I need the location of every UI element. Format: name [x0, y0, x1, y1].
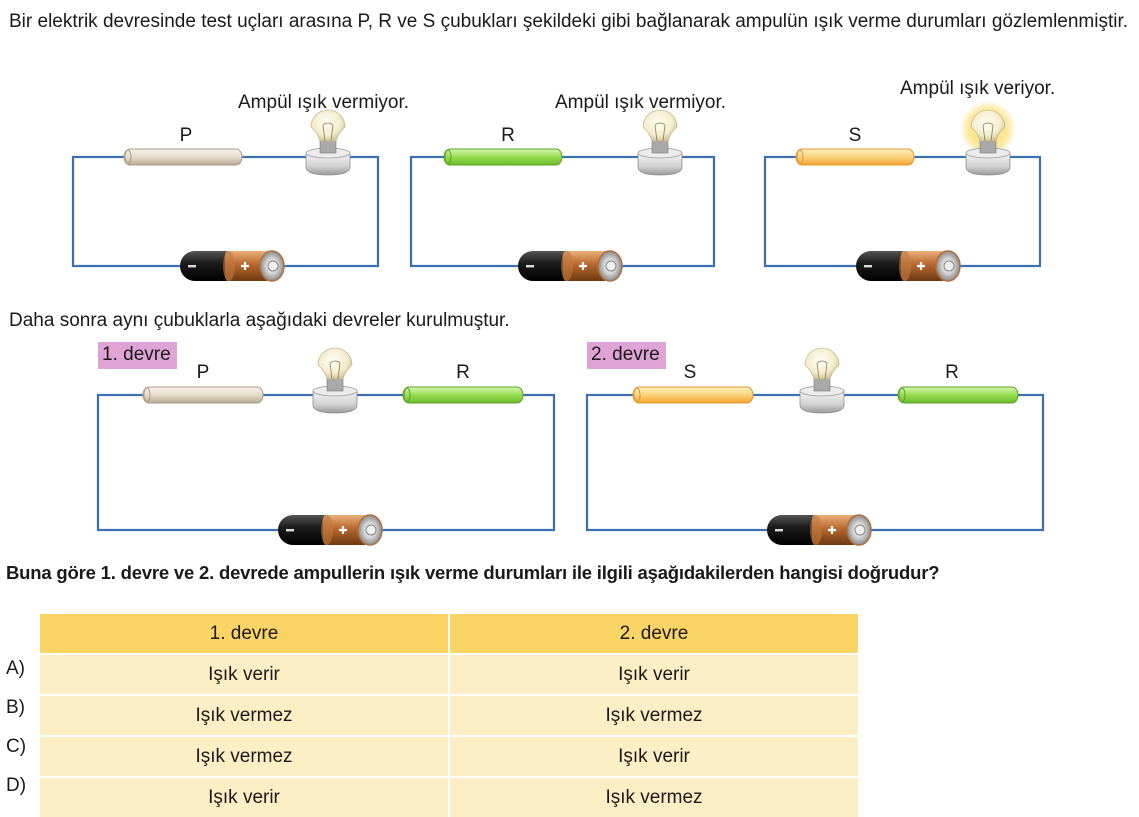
battery-icon-s	[856, 250, 961, 282]
circuit-2-badge: 2. devre	[587, 342, 666, 369]
answer-table: 1. devre 2. devre Işık verir Işık verir …	[40, 614, 858, 817]
battery-icon-combined-2	[767, 514, 872, 546]
rod-label-p: P	[179, 125, 193, 146]
bulb-icon-s	[960, 101, 1016, 176]
minus-sign-icon	[864, 265, 872, 268]
circuit-1-badge: 1. devre	[98, 342, 177, 369]
minus-sign-icon	[775, 529, 783, 532]
rod-r	[443, 148, 563, 166]
bulb-glow	[960, 101, 1016, 157]
table-cell: Işık vermez	[450, 778, 858, 817]
option-row-b[interactable]: Işık vermez Işık vermez	[40, 696, 858, 735]
option-row-a[interactable]: Işık verir Işık verir	[40, 655, 858, 694]
table-cell: Işık verir	[40, 778, 448, 817]
table-cell: Işık vermez	[40, 737, 448, 776]
battery-icon-combined-1	[278, 514, 383, 546]
minus-sign-icon	[188, 265, 196, 268]
plus-sign-icon	[579, 262, 587, 270]
intro-paragraph: Bir elektrik devresinde test uçları aras…	[9, 11, 1129, 32]
rod-left-combined-1	[142, 386, 264, 404]
option-row-d[interactable]: Işık verir Işık vermez	[40, 778, 858, 817]
bulb-icon-combined-1	[312, 347, 358, 414]
circuit-r-status: Ampül ışık vermiyor.	[555, 92, 727, 113]
rod-label-r: R	[501, 125, 515, 146]
plus-sign-icon	[917, 262, 925, 270]
bulb-icon-r	[637, 109, 683, 176]
battery-icon-p	[180, 250, 285, 282]
option-letter-b[interactable]: B)	[6, 697, 25, 718]
circuit-2-left-rod-label: S	[683, 362, 697, 383]
option-letter-c[interactable]: C)	[6, 736, 27, 757]
table-cell: Işık verir	[40, 655, 448, 694]
table-header-row: 1. devre 2. devre	[40, 614, 858, 653]
table-cell: Işık vermez	[450, 696, 858, 735]
wire-loop-combined-1	[96, 393, 556, 532]
table-header-cell: 1. devre	[40, 614, 448, 653]
table-cell: Işık verir	[450, 737, 858, 776]
bulb-icon-p	[305, 109, 351, 176]
circuit-1-right-rod-label: R	[456, 362, 470, 383]
rod-right-combined-1	[402, 386, 524, 404]
question-text: Buna göre 1. devre ve 2. devrede ampulle…	[6, 562, 940, 583]
plus-sign-icon	[828, 526, 836, 534]
option-letter-a[interactable]: A)	[6, 658, 25, 679]
plus-sign-icon	[339, 526, 347, 534]
minus-sign-icon	[286, 529, 294, 532]
minus-sign-icon	[526, 265, 534, 268]
rod-s	[795, 148, 915, 166]
table-cell: Işık vermez	[40, 696, 448, 735]
circuit-2-right-rod-label: R	[945, 362, 959, 383]
second-paragraph: Daha sonra aynı çubuklarla aşağıdaki dev…	[9, 310, 510, 331]
rod-left-combined-2	[632, 386, 754, 404]
wire-loop-combined-2	[585, 393, 1045, 532]
rod-label-s: S	[848, 125, 862, 146]
option-row-c[interactable]: Işık vermez Işık verir	[40, 737, 858, 776]
table-header-cell: 2. devre	[450, 614, 858, 653]
bulb-icon-combined-2	[799, 347, 845, 414]
wire-loop-s	[763, 155, 1042, 268]
option-letter-d[interactable]: D)	[6, 775, 27, 796]
circuit-s-status: Ampül ışık veriyor.	[900, 78, 1056, 99]
wire-loop-r	[409, 155, 716, 268]
rod-right-combined-2	[897, 386, 1019, 404]
battery-icon-r	[518, 250, 623, 282]
table-cell: Işık verir	[450, 655, 858, 694]
circuit-1-left-rod-label: P	[196, 362, 210, 383]
circuit-p-status: Ampül ışık vermiyor.	[238, 92, 410, 113]
rod-p	[123, 148, 243, 166]
wire-loop-p	[71, 155, 380, 268]
plus-sign-icon	[241, 262, 249, 270]
